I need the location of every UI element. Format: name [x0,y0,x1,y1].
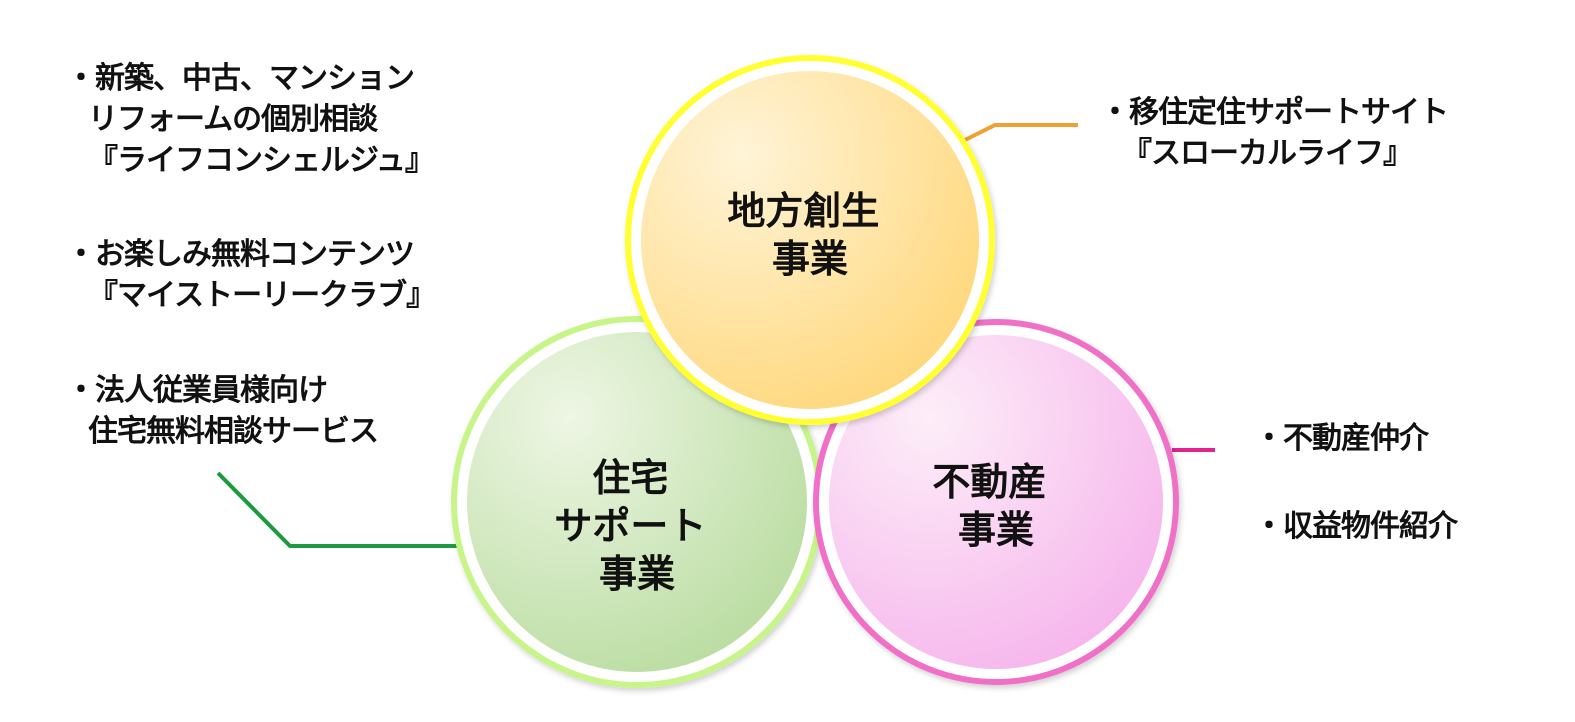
note-my-story-club: ・お楽しみ無料コンテンツ 『マイストーリークラブ』 [66,234,436,316]
note-real-estate-brokerage-line: ・不動産仲介 [1254,421,1429,456]
note-corporate-service: ・法人従業員様向け 住宅無料相談サービス [66,370,379,452]
note-life-concierge-line-1: ・新築、中古、マンション [66,61,415,96]
note-real-estate-brokerage: ・不動産仲介 [1254,418,1429,459]
realestate-circle-fill [829,335,1163,669]
realestate-title-line-2: 事業 [958,507,1034,552]
note-slow-local-life: ・移住定住サポートサイト 『スローカルライフ』 [1100,92,1449,174]
housing-circle-title: 住宅 サポート 事業 [554,455,719,596]
note-income-property-line: ・収益物件紹介 [1254,509,1458,544]
local-circle-fill [641,71,979,409]
housing-circle-fill [467,332,807,672]
note-income-property: ・収益物件紹介 [1254,506,1458,547]
note-slow-local-life-line-2: 『スローカルライフ』 [1122,136,1413,171]
local-connector-line [964,123,1078,142]
local-circle-title: 地方創生 事業 [727,188,892,281]
housing-title-line-3: 事業 [599,551,675,596]
regional-revitalization-circle: 地方創生 事業 [625,55,995,425]
housing-connector-line [216,471,478,548]
note-life-concierge-line-3: 『ライフコンシェルジュ』 [88,143,435,178]
note-life-concierge-line-2: リフォームの個別相談 [88,102,378,137]
note-life-concierge: ・新築、中古、マンション リフォームの個別相談 『ライフコンシェルジュ』 [66,58,435,181]
housing-title-line-1: 住宅 [592,455,668,500]
note-slow-local-life-line-1: ・移住定住サポートサイト [1100,95,1449,130]
local-title-line-2: 事業 [772,236,848,281]
real-estate-circle: 不動産 事業 [813,319,1179,685]
note-corporate-service-line-2: 住宅無料相談サービス [88,414,379,449]
note-corporate-service-line-1: ・法人従業員様向け [66,373,328,408]
note-my-story-club-line-2: 『マイストーリークラブ』 [88,278,436,313]
realestate-title-line-1: 不動産 [932,459,1046,504]
local-title-line-1: 地方創生 [727,188,879,233]
housing-title-line-2: サポート [554,503,706,548]
realestate-circle-title: 不動産 事業 [932,459,1059,552]
note-my-story-club-line-1: ・お楽しみ無料コンテンツ [66,237,415,272]
